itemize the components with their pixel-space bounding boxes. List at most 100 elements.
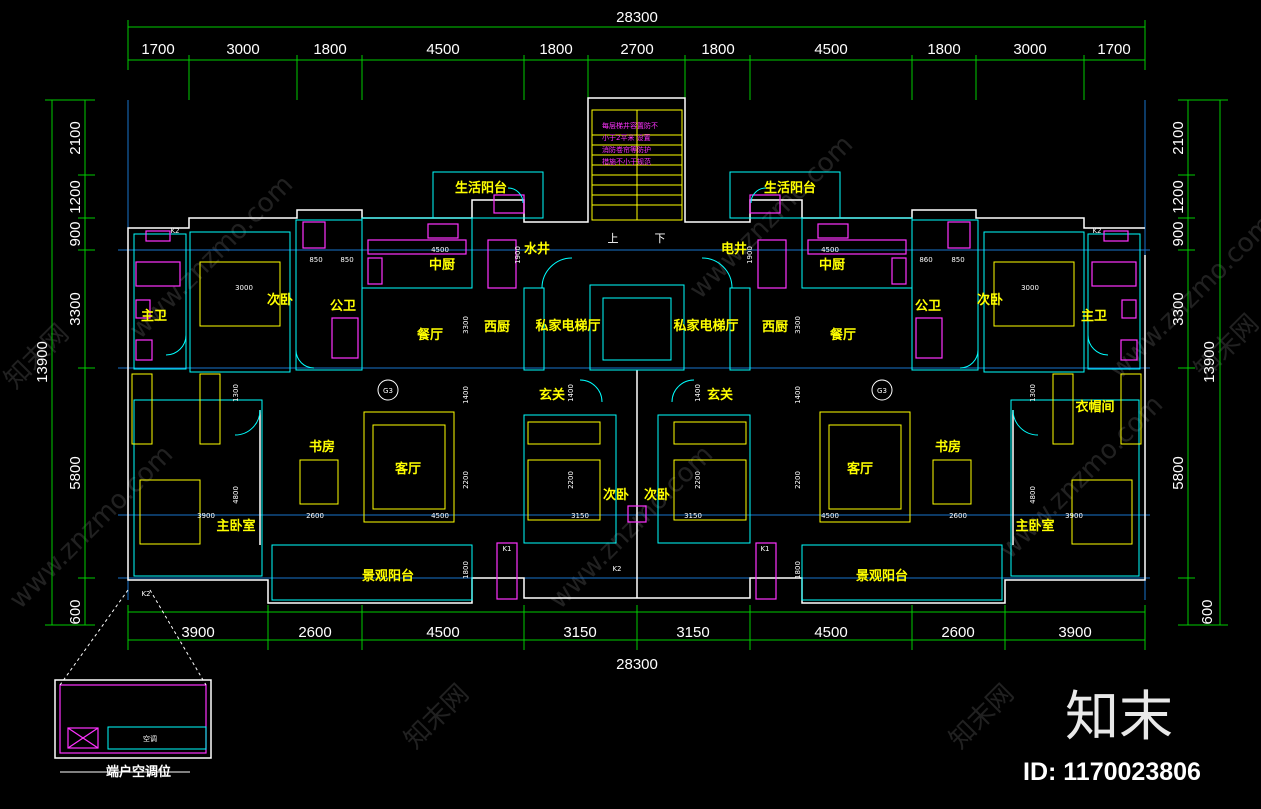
inner-dim: 2600 (306, 512, 324, 520)
top-dim: 3000 (226, 41, 259, 58)
inner-dim: 860 (919, 256, 932, 264)
top-dim: 4500 (426, 41, 459, 58)
id-label: ID: 1170023806 (1023, 758, 1201, 786)
room-second-bedroom: 次卧 (977, 292, 1003, 308)
stair-note-line: 小于2平米 设置 (602, 133, 651, 142)
room-view-balcony: 景观阳台 (362, 568, 414, 584)
room-master-bath: 主卫 (141, 308, 167, 324)
right-dim: 1200 (1170, 180, 1187, 213)
ac-caption: 端户空调位 (106, 764, 171, 780)
inner-dim: 850 (309, 256, 322, 264)
inner-dim: 3150 (571, 512, 589, 520)
room-master-bedroom: 主卧室 (1015, 518, 1054, 534)
top-dim: 1800 (313, 41, 346, 58)
room-dining: 餐厅 (416, 327, 443, 343)
overall-width-top: 28300 (616, 9, 658, 26)
top-dim: 1800 (539, 41, 572, 58)
room-entrance: 玄关 (707, 387, 733, 403)
inner-dim: 2200 (794, 471, 802, 489)
room-private-lobby: 私家电梯厅 (673, 318, 738, 334)
watermark-brand: 知末网 (399, 679, 475, 755)
inner-dim: 3000 (1021, 284, 1039, 292)
room-dining: 餐厅 (829, 327, 856, 343)
inner-dim: 1400 (567, 384, 575, 402)
bottom-dim: 3900 (1058, 624, 1091, 641)
stair-note-line: 措施不小于规范 (602, 157, 651, 166)
inner-dim: 3300 (794, 316, 802, 334)
inner-dim: 4500 (431, 246, 449, 254)
room-master-bedroom: 主卧室 (216, 518, 255, 534)
grid-markers: G3 G3 K1 K1 K2 K2 K2 K2 (141, 227, 1101, 598)
top-dim: 1800 (927, 41, 960, 58)
inner-dim: 2200 (694, 471, 702, 489)
ac-detail-inset: 空调 端户空调位 (54, 589, 212, 780)
inner-dim: 850 (951, 256, 964, 264)
right-overall-dim: 13900 (1201, 341, 1218, 383)
bottom-dim: 4500 (814, 624, 847, 641)
inner-dim: 4500 (821, 512, 839, 520)
right-dim: 900 (1170, 221, 1187, 246)
room-entrance: 玄关 (539, 387, 565, 403)
room-living-room: 客厅 (847, 461, 873, 477)
left-dim: 3300 (67, 292, 84, 325)
inner-dim: 1300 (232, 384, 240, 402)
inner-dim: 4800 (232, 486, 240, 504)
room-living-balcony: 生活阳台 (455, 180, 507, 196)
bottom-dim: 3900 (181, 624, 214, 641)
room-kitchen: 中厨 (819, 257, 845, 273)
room-cloakroom: 衣帽间 (1075, 399, 1114, 415)
inner-dim: 1800 (794, 561, 802, 579)
room-labels: 生活阳台 生活阳台 中厨 中厨 西厨 西厨 餐厅 餐厅 公卫 公卫 次卧 次卧 … (141, 180, 1115, 584)
room-second-bedroom: 次卧 (644, 487, 670, 503)
room-master-bath: 主卫 (1081, 308, 1107, 324)
room-living-balcony: 生活阳台 (764, 180, 816, 196)
inner-dim: 4500 (431, 512, 449, 520)
partitions (133, 171, 1141, 601)
room-study: 书房 (309, 439, 335, 455)
room-living-room: 客厅 (395, 461, 421, 477)
fixtures (59, 194, 1138, 754)
right-dim: 600 (1199, 599, 1216, 624)
inner-dim: 3300 (462, 316, 470, 334)
watermark-text: www.znzmo.com (994, 390, 1169, 565)
stair-note-line: 消防卷帘等防护 (602, 145, 651, 154)
top-dim: 1800 (701, 41, 734, 58)
inner-dim: 850 (340, 256, 353, 264)
inner-dim: 1800 (462, 561, 470, 579)
stair-up-label: 上 (608, 232, 619, 245)
inner-dim: 1300 (1029, 384, 1037, 402)
bottom-dim: 2600 (941, 624, 974, 641)
furniture (131, 109, 1142, 545)
top-dim: 1700 (141, 41, 174, 58)
stair-note-line: 每层梯井容置防不 (602, 121, 658, 130)
k2-label: K2 (141, 590, 150, 598)
inner-dim: 1400 (694, 384, 702, 402)
top-dim: 3000 (1013, 41, 1046, 58)
inner-dim: 3150 (684, 512, 702, 520)
left-overall-dim: 13900 (34, 341, 51, 383)
inner-dim: 3900 (197, 512, 215, 520)
inner-dim: 2200 (462, 471, 470, 489)
brand-logo: 知末 (1065, 685, 1173, 748)
k2-label: K2 (612, 565, 621, 573)
top-dim: 1700 (1097, 41, 1130, 58)
grid-marker-g3: G3 (877, 387, 887, 395)
inner-dim: 1900 (514, 246, 522, 264)
room-second-bedroom: 次卧 (603, 487, 629, 503)
room-western-kitchen: 西厨 (484, 320, 510, 335)
left-dim: 2100 (67, 121, 84, 154)
room-water-shaft: 水井 (524, 241, 550, 257)
bottom-dim: 4500 (426, 624, 459, 641)
room-private-lobby: 私家电梯厅 (535, 318, 600, 334)
right-dim: 2100 (1170, 121, 1187, 154)
inner-dim: 4500 (821, 246, 839, 254)
inner-dimensions: 4500 4500 4500 4500 3000 3000 3150 3150 … (197, 246, 1083, 579)
inner-dim: 3900 (1065, 512, 1083, 520)
room-western-kitchen: 西厨 (762, 320, 788, 335)
stair-note: 每层梯井容置防不 小于2平米 设置 消防卷帘等防护 措施不小于规范 (602, 121, 658, 166)
logo-text: 知末 (1065, 685, 1173, 748)
walls (127, 97, 1146, 604)
room-public-bath: 公卫 (330, 299, 356, 314)
k2-label: K2 (170, 227, 179, 235)
